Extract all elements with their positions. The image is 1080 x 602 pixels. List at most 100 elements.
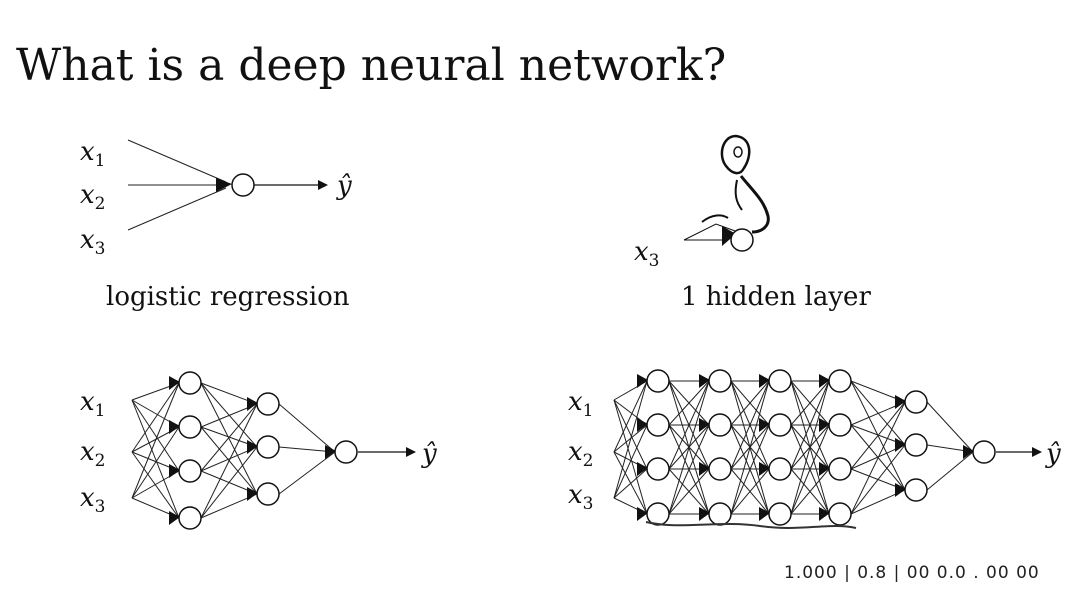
net5-input-x3: x3 (568, 480, 594, 514)
net5-node-l2-n2 (768, 457, 792, 481)
lr-input-labels: x1 x2 x3 (80, 137, 106, 259)
net5-node-l0-n2 (646, 457, 670, 481)
panel-two-hidden-layers: x1 x2 x3 ŷ (80, 371, 437, 530)
net5-arrow-wedge-l4-n2 (895, 483, 906, 497)
lr-input-x2: x2 (80, 180, 106, 214)
net5-smudge-line (645, 521, 857, 529)
net5-scribble-text: 1.000 | 0.8 | 00 0.0 . 00 00 (784, 563, 1040, 583)
net2-edge-l1-0-2 (200, 382, 258, 495)
net5-arrow-wedge-l2-n3 (759, 507, 770, 521)
lr-output-label: ŷ (336, 171, 352, 201)
net2-node-l1-n0 (256, 392, 280, 416)
net5-edge-l1-0-3 (668, 380, 710, 515)
net2-node-l1-n1 (256, 435, 280, 459)
net2-arrow-wedge-l2-n0 (325, 445, 336, 459)
net5-arrow-wedge-l4-n0 (895, 395, 906, 409)
net5-node-l2-n1 (768, 413, 792, 437)
net2-input-x2: x2 (80, 437, 106, 471)
net2-arrow-wedge-l1-n1 (247, 440, 258, 454)
net5-node-l5-n0 (972, 440, 996, 464)
net2-edge-l0-0-2 (131, 399, 180, 472)
lr-arrowhead (318, 180, 328, 190)
net5-edge-l0-0-3 (613, 399, 648, 515)
lr-caption: logistic regression (106, 282, 350, 312)
net5-edge-l3-0-3 (790, 380, 830, 515)
net5-arrow-wedge-l0-n0 (637, 374, 648, 388)
net5-arrow-wedge-l2-n0 (759, 374, 770, 388)
panel-one-hidden-layer: x3 1 hidden layer (634, 134, 871, 312)
net2-edge-l0-1-3 (131, 451, 180, 519)
net5-node-l1-n1 (708, 413, 732, 437)
net2-arrow-wedge-l0-n2 (169, 464, 180, 478)
smudged-edge (683, 223, 739, 241)
net5-node-l1-n2 (708, 457, 732, 481)
lr-input-x1: x1 (80, 137, 106, 171)
net2-edge-l2-2-0 (278, 451, 336, 495)
net5-edge-l2-0-1 (730, 380, 770, 426)
net5-edge-l2-0-3 (730, 380, 770, 515)
panel-five-hidden-layers: x1 x2 x3 ŷ 1.000 | 0.8 | 00 0.0 . 00 00 (568, 369, 1061, 583)
net2-edge-l1-0-1 (200, 382, 258, 448)
net2-node-l0-n1 (178, 415, 202, 439)
net5-arrow-wedge-l1-n0 (699, 374, 710, 388)
smudged-stroke-mid (701, 214, 729, 223)
net5-node-l0-n3 (646, 502, 670, 526)
panel-logistic-regression: x1 x2 x3 ŷ logistic regression (80, 137, 352, 312)
net2-node-l0-n3 (178, 506, 202, 530)
net5-arrow-wedge-l3-n0 (819, 374, 830, 388)
net5-input-x1: x1 (568, 387, 594, 421)
smudged-stroke-right (739, 175, 770, 234)
net5-arrow-wedge-l1-n3 (699, 507, 710, 521)
lr-output-node (231, 173, 255, 197)
net5-node-l1-n3 (708, 502, 732, 526)
smudged-node-bottom (730, 228, 754, 252)
lr-input-arrow (216, 178, 232, 192)
net2-edge-l0-2-0 (131, 382, 180, 499)
net5-arrow-wedge-l3-n1 (819, 418, 830, 432)
net5-node-l3-n0 (828, 369, 852, 393)
one-hidden-caption: 1 hidden layer (681, 282, 871, 312)
smudged-node-top-inner (733, 146, 743, 158)
net2-input-x3: x3 (80, 483, 106, 517)
net5-edge-l0-2-1 (613, 424, 648, 499)
net2-output-label: ŷ (421, 439, 437, 469)
net5-node-l0-n0 (646, 369, 670, 393)
net2-arrow-wedge-l0-n3 (169, 511, 180, 525)
net5-arrow-wedge-l0-n3 (637, 507, 648, 521)
net5-edge-l4-0-2 (850, 380, 906, 491)
net2-node-l0-n0 (178, 371, 202, 395)
net5-edge-l3-1-3 (790, 424, 830, 515)
net5-arrow-wedge-l4-n1 (895, 438, 906, 452)
net5-edge-l5-0-0 (926, 401, 974, 453)
net2-node-l1-n2 (256, 482, 280, 506)
net5-edge-l4-1-2 (850, 424, 906, 491)
net5-arrow-wedge-l0-n2 (637, 462, 648, 476)
net5-output-label: ŷ (1045, 439, 1061, 469)
net5-node-l4-n1 (904, 433, 928, 457)
net5-node-l4-n2 (904, 478, 928, 502)
net2-node-l0-n2 (178, 459, 202, 483)
net5-edge-l3-2-3 (790, 468, 830, 515)
net5-edge-l2-0-2 (730, 380, 770, 470)
smudged-node-top (720, 134, 751, 175)
net2-arrow-wedge-l1-n0 (247, 397, 258, 411)
net5-input-x2: x2 (568, 437, 594, 471)
net2-edges (131, 382, 336, 519)
net5-nodes (637, 369, 996, 526)
lr-edge-3 (127, 187, 227, 231)
net5-edge-l0-1-0 (613, 380, 648, 453)
net2-arrowhead (406, 447, 416, 457)
net5-node-l3-n3 (828, 502, 852, 526)
net5-input-labels: x1 x2 x3 (568, 387, 594, 514)
net2-edge-l0-1-0 (131, 382, 180, 453)
page-title: What is a deep neural network? (16, 40, 726, 91)
net5-edge-l3-0-2 (790, 380, 830, 470)
net5-edge-l1-1-3 (668, 424, 710, 515)
net5-edge-l0-1-3 (613, 451, 648, 515)
net5-arrow-wedge-l2-n2 (759, 462, 770, 476)
net5-edge-l0-2-0 (613, 380, 648, 499)
net5-node-l1-n0 (708, 369, 732, 393)
net2-edge-l0-0-3 (131, 399, 180, 519)
lr-edge-1 (127, 139, 227, 183)
net5-node-l2-n0 (768, 369, 792, 393)
